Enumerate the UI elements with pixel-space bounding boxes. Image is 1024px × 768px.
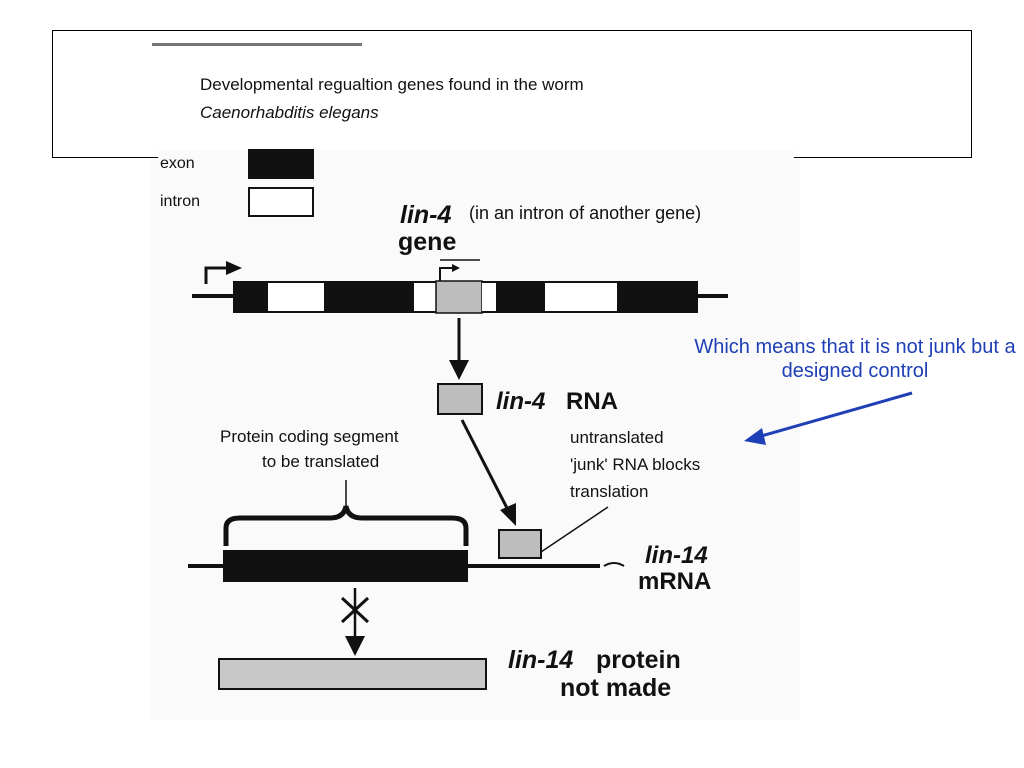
untranslated-line1: untranslated xyxy=(570,428,664,447)
host-gene-track xyxy=(192,280,728,314)
protein-coding-line1: Protein coding segment xyxy=(220,427,399,446)
untranslated-pointer xyxy=(540,506,609,553)
host-promoter-arrow xyxy=(204,266,228,284)
lin14-protein-suffix: protein xyxy=(596,646,681,674)
lin4-rna-name: lin-4 xyxy=(496,388,546,415)
lin14-mrna-name: lin-14 xyxy=(645,542,708,569)
lin14-protein-bar xyxy=(218,658,487,690)
intron-1 xyxy=(268,283,324,311)
lin14-coding-segment xyxy=(223,550,468,582)
lin14-not-made: not made xyxy=(560,674,672,702)
untranslated-line3: translation xyxy=(570,482,649,501)
legend-intron-swatch xyxy=(248,187,314,217)
legend-intron-label: intron xyxy=(160,193,201,210)
protein-coding-brace xyxy=(223,505,469,546)
lin4-rna-bound xyxy=(498,529,542,559)
legend-exon-label: exon xyxy=(160,155,195,172)
untranslated-line2: 'junk' RNA blocks xyxy=(570,455,701,474)
legend-area xyxy=(158,150,794,164)
protein-coding-line2: to be translated xyxy=(262,452,380,471)
lin4-promoter-arrow xyxy=(439,267,456,281)
scan-mark xyxy=(152,43,362,46)
lin14-protein-name: lin-14 xyxy=(508,646,574,674)
lin4-rna-suffix: RNA xyxy=(566,388,618,415)
lin4-gene-word: gene xyxy=(398,228,457,256)
lin4-gene-name: lin-4 xyxy=(400,201,452,229)
binding-arrow xyxy=(460,419,510,511)
legend-exon-swatch xyxy=(248,149,314,179)
header-title: Developmental regualtion genes found in … xyxy=(200,75,584,94)
lin14-mrna-suffix: mRNA xyxy=(638,568,712,595)
lin4-gene-segment xyxy=(435,280,483,314)
annotation-text: Which means that it is not junk but a de… xyxy=(694,336,1016,382)
header-species: Caenorhabditis elegans xyxy=(200,103,379,122)
intron-3 xyxy=(482,283,496,311)
intron-4 xyxy=(545,283,617,311)
header-frame xyxy=(52,30,972,158)
annotation-arrow xyxy=(757,391,913,439)
lin4-rna-box xyxy=(437,383,483,415)
lin4-gene-note: (in an intron of another gene) xyxy=(469,203,702,223)
intron-2 xyxy=(414,283,436,311)
